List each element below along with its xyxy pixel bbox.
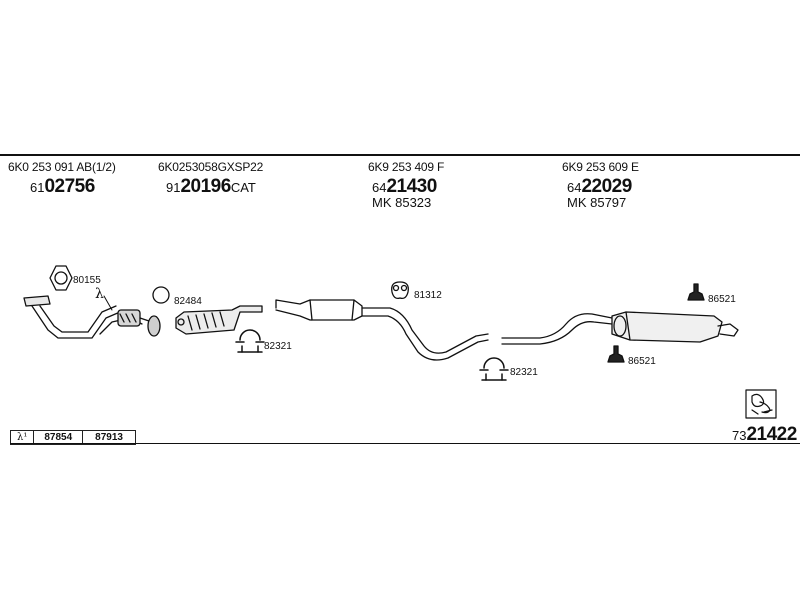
footer-rule [10, 443, 800, 444]
lambda-sensor-table: λ¹ 87854 87913 [9, 430, 136, 445]
rubber-hanger-86521-icon [687, 283, 705, 301]
sensor-cell-87913: 87913 [82, 430, 136, 445]
lambda-symbol-cell: λ¹ [9, 430, 35, 445]
pipe-clamp-82321-rear-icon [479, 357, 509, 381]
part-number-front-pipe: 6102756 [30, 176, 95, 197]
pipe-clamp-82321-label: 82321 [264, 341, 292, 352]
sensor-cell-87854: 87854 [33, 430, 84, 445]
rear-silencer [501, 311, 739, 345]
rubber-mount-81312-icon [391, 281, 409, 300]
part-number-catalyst: 9120196CAT [166, 176, 256, 197]
oem-number-middle-silencer: 6K9 253 409 F [368, 160, 445, 174]
reference-number: 7321422 [732, 424, 797, 445]
oem-number-rear-silencer: 6K9 253 609 E [562, 160, 639, 174]
oem-number-catalyst: 6K0253058GXSP22 [158, 160, 264, 174]
gasket-80155-label: 80155 [73, 275, 101, 286]
pipe-clamp-82321-icon [235, 329, 265, 353]
oem-number-front-pipe: 6K0 253 091 AB(1/2) [8, 160, 116, 174]
sealing-ring-82484-label: 82484 [174, 296, 202, 307]
header-rule [0, 154, 800, 156]
gasket-80155-icon [49, 265, 73, 291]
sealing-ring-82484-icon [152, 286, 170, 304]
part-number-middle-silencer: 6421430 [372, 176, 437, 197]
rubber-mount-81312-label: 81312 [414, 290, 442, 301]
catalytic-converter [175, 305, 263, 335]
part-number-rear-silencer: 6422029 [567, 176, 632, 197]
rubber-hanger-86521-lower-icon [607, 345, 625, 363]
lambda-sensor-lead [103, 295, 113, 311]
front-pipe [23, 295, 161, 339]
rubber-hanger-86521-lower-label: 86521 [628, 356, 656, 367]
pipe-clamp-82321-rear-label: 82321 [510, 367, 538, 378]
middle-silencer [275, 299, 489, 361]
lambda-symbol: λ [95, 286, 104, 302]
mounting-kit-rear-silencer: MK 85797 [567, 195, 627, 210]
rubber-hanger-86521-label: 86521 [708, 294, 736, 305]
mounting-parts-kit-icon [745, 389, 777, 419]
table-row: λ¹ 87854 87913 [9, 430, 136, 445]
mounting-kit-middle-silencer: MK 85323 [372, 195, 432, 210]
